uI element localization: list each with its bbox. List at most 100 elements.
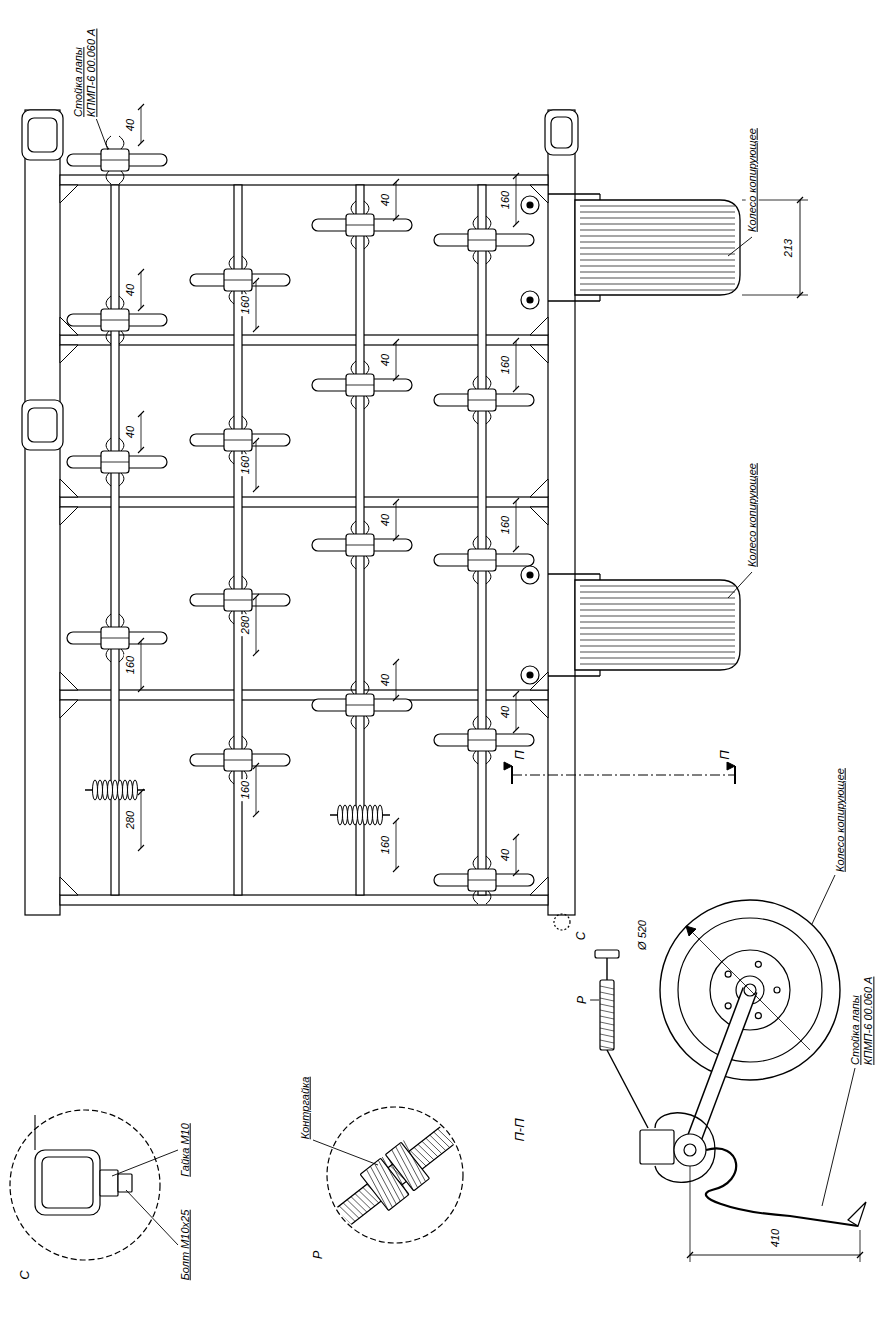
- spring-coil: [363, 805, 368, 825]
- spring-coil: [343, 805, 348, 825]
- dimension-line: [256, 281, 257, 329]
- dimension: 40: [124, 117, 137, 133]
- dimension-tick: [253, 811, 259, 817]
- tine-clamp: [224, 269, 252, 291]
- dimension-tick: [393, 818, 399, 824]
- dimension-tick: [393, 179, 399, 185]
- leader-line: [728, 572, 752, 598]
- dimension-tick: [138, 447, 144, 453]
- tread-line: [580, 586, 735, 587]
- screw-handle: [595, 950, 619, 958]
- tread-line: [580, 604, 735, 605]
- tine-clamp: [346, 214, 374, 236]
- dimension: 40: [124, 424, 137, 440]
- clamp-wing: [486, 716, 491, 729]
- gusset: [60, 672, 78, 690]
- dimension-tick: [393, 339, 399, 345]
- dimension-tick: [513, 727, 519, 733]
- gusset: [60, 185, 78, 203]
- dimension-line: [516, 837, 517, 873]
- hub-centre: [527, 297, 533, 303]
- dimension: 40: [124, 282, 137, 298]
- clamp-wing: [106, 331, 111, 344]
- hub-centre: [527, 202, 533, 208]
- clamp-wing: [486, 216, 491, 229]
- leader-line: [96, 118, 108, 150]
- wheel-fork: [548, 573, 600, 574]
- dimension-line: [141, 414, 142, 450]
- dimension-line: [256, 441, 257, 489]
- dimension-tick: [513, 834, 519, 840]
- beam-clamp-inner: [28, 408, 57, 442]
- clamp-wing: [106, 171, 111, 184]
- gusset: [60, 345, 78, 363]
- spring-coil: [128, 780, 133, 800]
- section-arrow: [504, 762, 512, 770]
- tread-line: [580, 218, 735, 219]
- tread-line: [580, 254, 735, 255]
- illustration: [10, 104, 866, 1262]
- clamp-wing: [473, 376, 478, 389]
- dimension: 40: [499, 704, 512, 720]
- part-callout: Колесо копирующее: [746, 126, 759, 234]
- hub-disc: [521, 291, 539, 309]
- hatch: [364, 1166, 399, 1207]
- clamp-wing: [351, 716, 356, 729]
- tread-line: [580, 224, 735, 225]
- beam-cap-inner: [551, 117, 572, 148]
- dimension-tick: [138, 686, 144, 692]
- screw-thread: [600, 1040, 614, 1043]
- dimension: 40: [379, 352, 392, 368]
- dimension-line: [256, 766, 257, 814]
- hatch: [360, 1169, 395, 1210]
- clamp-wing: [364, 716, 369, 729]
- dimension-tick: [253, 486, 259, 492]
- clamp-wing: [351, 681, 356, 694]
- dimension: 40: [499, 847, 512, 863]
- detail-circle: [327, 1107, 463, 1243]
- wheel-bolt: [755, 961, 761, 967]
- dimension-tick: [513, 546, 519, 552]
- clamp-line: [224, 280, 252, 281]
- clamp-wing: [351, 361, 356, 374]
- dimension-line: [396, 342, 397, 378]
- tread-line: [580, 242, 735, 243]
- threaded-rod: [330, 1121, 462, 1231]
- leader-line: [822, 1068, 855, 1206]
- wheel-bolt: [725, 971, 731, 977]
- section-mark: [511, 766, 513, 784]
- clamp-wing: [351, 521, 356, 534]
- dimension-tick: [513, 691, 519, 697]
- tool-bar: [478, 185, 486, 895]
- beam-cap: [545, 110, 578, 155]
- hatch: [397, 1140, 432, 1181]
- gusset: [60, 877, 78, 895]
- tine-clamp: [468, 389, 496, 411]
- leader-line: [728, 237, 752, 256]
- tine-clamp: [101, 309, 129, 331]
- tread-line: [580, 622, 735, 623]
- dimension: 160: [379, 834, 392, 856]
- tread-line: [580, 266, 735, 267]
- dimension-tick: [253, 326, 259, 332]
- hatch: [393, 1144, 428, 1185]
- clamp-wing: [119, 171, 124, 184]
- dimension-tick: [393, 535, 399, 541]
- dimension-line: [256, 597, 257, 653]
- tread-line: [580, 652, 735, 653]
- square-tube: [35, 1150, 100, 1215]
- clamp-line: [101, 160, 129, 161]
- dimension-tick: [393, 695, 399, 701]
- hub-disc: [521, 566, 539, 584]
- dimension-tick: [138, 140, 144, 146]
- tread-line: [580, 260, 735, 261]
- cross-bar: [60, 895, 548, 905]
- rod-thread: [331, 1210, 347, 1229]
- beam-clamp: [22, 400, 63, 450]
- screw-rod: [606, 958, 607, 980]
- dimension: 40: [379, 192, 392, 208]
- dimension-line: [800, 200, 801, 295]
- screw-thread: [600, 1046, 614, 1049]
- dimension-tick: [138, 638, 144, 644]
